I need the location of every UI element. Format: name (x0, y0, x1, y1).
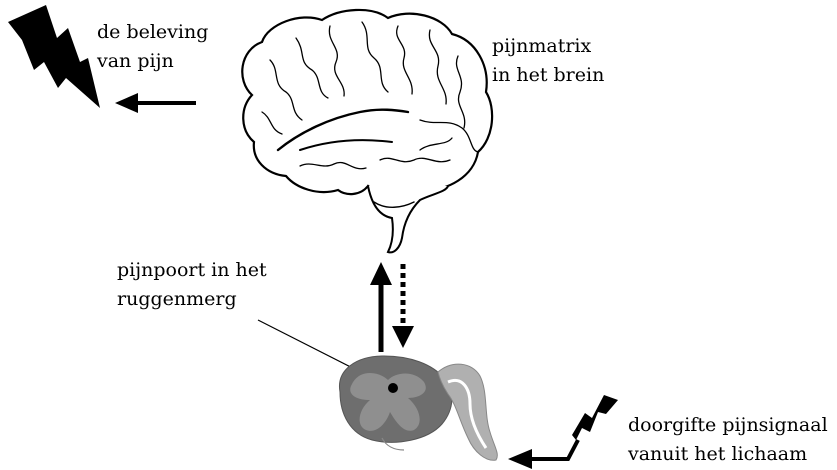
signal-transmission-line1: doorgifte pijnsignaal (628, 411, 828, 440)
arrow-to-pain-experience (115, 93, 196, 113)
pain-experience-label: de beleving van pijn (97, 18, 208, 76)
pain-matrix-line2: in het brein (492, 61, 604, 90)
incoming-signal-arrow (508, 440, 578, 469)
signal-transmission-line2: vanuit het lichaam (628, 440, 828, 469)
ascending-pathway-arrow (370, 262, 392, 352)
pain-experience-line1: de beleving (97, 18, 208, 47)
pain-gate-line1: pijnpoort in het (117, 256, 267, 285)
lightning-bolt-top-icon (8, 5, 100, 108)
signal-transmission-label: doorgifte pijnsignaal vanuit het lichaam (628, 411, 828, 469)
pain-matrix-line1: pijnmatrix (492, 32, 604, 61)
pain-experience-line2: van pijn (97, 47, 208, 76)
brain-icon (242, 10, 492, 252)
descending-pathway-arrow (392, 264, 414, 348)
pain-gate-line2: ruggenmerg (117, 285, 267, 314)
spinal-cord-cross-section-icon (339, 356, 497, 460)
lightning-bolt-bottom-icon (572, 395, 618, 440)
pain-matrix-label: pijnmatrix in het brein (492, 32, 604, 90)
pain-gate-label: pijnpoort in het ruggenmerg (117, 256, 267, 314)
